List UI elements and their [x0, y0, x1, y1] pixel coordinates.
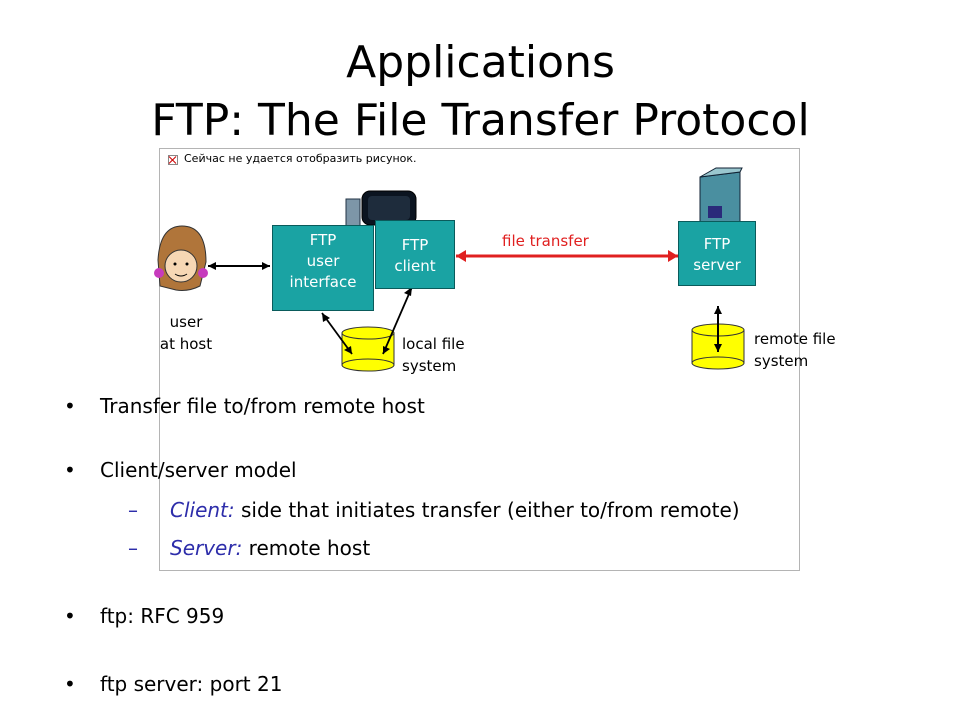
- broken-image-message: Сейчас не удается отобразить рисунок.: [184, 152, 417, 165]
- broken-image-frame: Сейчас не удается отобразить рисунок.: [159, 148, 800, 571]
- sub-item-client: –Client: side that initiates transfer (e…: [128, 498, 740, 522]
- bullet-item-rfc: •ftp: RFC 959: [64, 604, 225, 628]
- file-transfer-label: file transfer: [502, 232, 589, 250]
- ftp-user-interface-box: FTP user interface: [272, 225, 374, 311]
- bullet-item-client-server: •Client/server model: [64, 458, 297, 482]
- client-disk-arrow: [382, 286, 413, 355]
- sub-item-server: –Server: remote host: [128, 536, 371, 560]
- remote-file-system-label: remote file system: [754, 330, 836, 370]
- bullet-item-transfer: •Transfer file to/from remote host: [64, 394, 425, 418]
- bullet-item-port: •ftp server: port 21: [64, 672, 283, 696]
- broken-image-icon: [168, 155, 178, 165]
- slide-title-line1: Applications: [346, 37, 615, 88]
- local-disk-icon: [341, 326, 395, 372]
- client-computer-icon: [345, 190, 417, 232]
- ftp-client-box: FTP client: [375, 220, 455, 289]
- ui-disk-arrow: [321, 312, 353, 355]
- ftp-server-box: FTP server: [678, 221, 756, 286]
- slide-title-line2: FTP: The File Transfer Protocol: [151, 95, 810, 146]
- user-figure-icon: [154, 225, 208, 291]
- user-at-host-label: user at host: [159, 313, 213, 353]
- server-icon: [699, 167, 743, 231]
- local-file-system-label: local file system: [402, 335, 465, 375]
